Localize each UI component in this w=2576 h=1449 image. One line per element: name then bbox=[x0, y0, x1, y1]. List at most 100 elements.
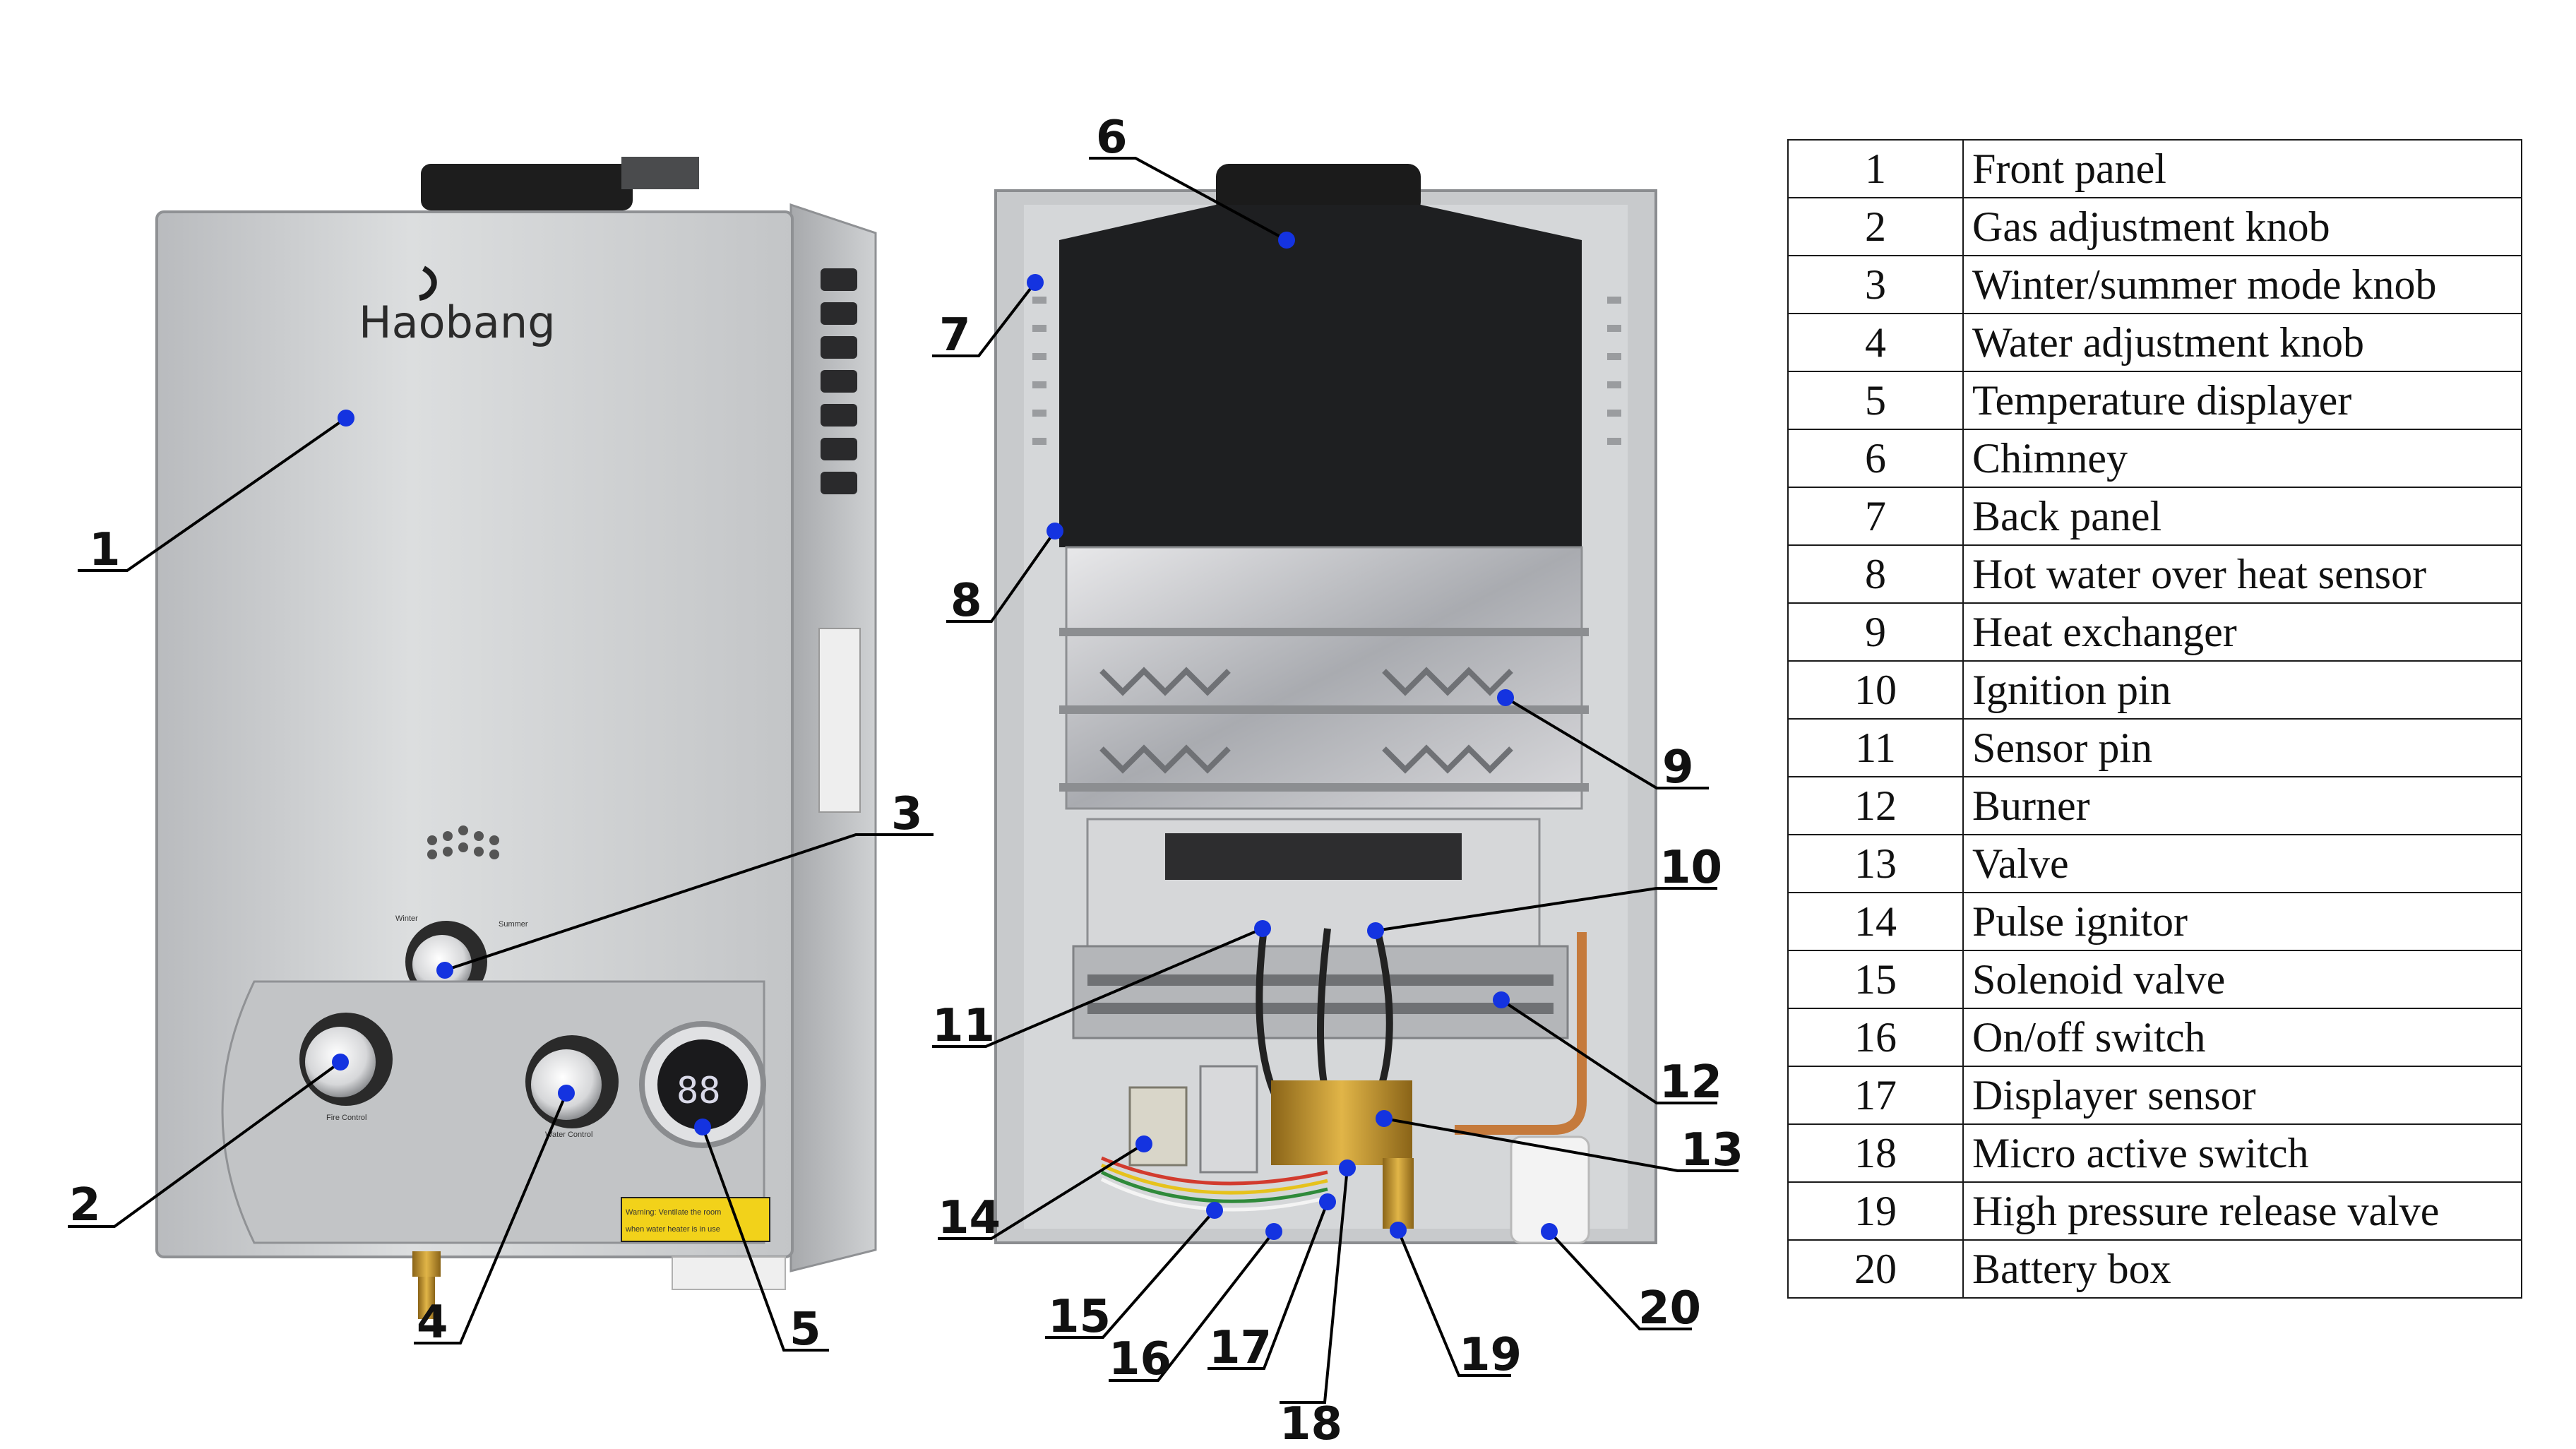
leader-4 bbox=[414, 1092, 568, 1344]
leader-6 bbox=[1089, 157, 1287, 242]
leader-13 bbox=[1383, 1117, 1739, 1172]
part-label: Water adjustment knob bbox=[1962, 313, 2522, 372]
part-number: 10 bbox=[1787, 660, 1964, 720]
callout-5: 5 bbox=[789, 1304, 821, 1356]
part-number: 4 bbox=[1787, 313, 1964, 372]
part-label: Valve bbox=[1962, 834, 2522, 893]
marker-dot-15 bbox=[1206, 1202, 1223, 1219]
part-number: 9 bbox=[1787, 602, 1964, 662]
part-label: On/off switch bbox=[1962, 1008, 2522, 1067]
exchanger-fins bbox=[1099, 667, 1513, 774]
marker-dot-16 bbox=[1265, 1223, 1282, 1240]
leader-lines bbox=[68, 157, 1739, 1404]
part-label: Chimney bbox=[1962, 429, 2522, 488]
part-number: 17 bbox=[1787, 1066, 1964, 1125]
water-control-label: Water Control bbox=[545, 1131, 592, 1139]
summer-label: Summer bbox=[499, 920, 528, 929]
part-label: Pulse ignitor bbox=[1962, 892, 2522, 951]
part-number: 16 bbox=[1787, 1008, 1964, 1067]
callout-8: 8 bbox=[950, 575, 982, 627]
marker-dot-10 bbox=[1367, 922, 1384, 939]
marker-dot-17 bbox=[1319, 1193, 1336, 1210]
side-louvers bbox=[1032, 297, 1621, 445]
callout-20: 20 bbox=[1638, 1282, 1701, 1335]
marker-dots bbox=[332, 232, 1558, 1240]
part-number: 8 bbox=[1787, 544, 1964, 604]
leader-10 bbox=[1375, 887, 1717, 932]
part-number: 20 bbox=[1787, 1239, 1964, 1299]
part-number: 1 bbox=[1787, 139, 1964, 198]
flue-hood bbox=[1059, 205, 1582, 547]
leader-11 bbox=[932, 927, 1263, 1048]
callout-2: 2 bbox=[69, 1179, 101, 1232]
front-chimney bbox=[421, 164, 633, 210]
part-label: Front panel bbox=[1962, 139, 2522, 198]
part-number: 15 bbox=[1787, 950, 1964, 1009]
exchanger-pipes bbox=[1059, 628, 1589, 792]
chamber-grille bbox=[1165, 833, 1462, 880]
callout-10: 10 bbox=[1659, 842, 1722, 894]
part-label: Hot water over heat sensor bbox=[1962, 544, 2522, 604]
marker-dot-4 bbox=[558, 1085, 575, 1102]
part-label: Battery box bbox=[1962, 1239, 2522, 1299]
callout-3: 3 bbox=[891, 788, 923, 840]
leader-16 bbox=[1109, 1230, 1275, 1382]
marker-dot-6 bbox=[1278, 232, 1295, 249]
brand-logo: Haobang bbox=[359, 297, 556, 348]
part-number: 19 bbox=[1787, 1181, 1964, 1241]
part-number: 2 bbox=[1787, 197, 1964, 256]
part-label: Gas adjustment knob bbox=[1962, 197, 2522, 256]
front-bottom-box bbox=[672, 1256, 786, 1290]
marker-dot-14 bbox=[1135, 1135, 1152, 1152]
part-number: 12 bbox=[1787, 776, 1964, 835]
part-label: Temperature displayer bbox=[1962, 371, 2522, 430]
marker-dot-20 bbox=[1541, 1223, 1558, 1240]
release-valve bbox=[1383, 1158, 1414, 1229]
leader-18 bbox=[1280, 1167, 1349, 1404]
leader-17 bbox=[1208, 1201, 1329, 1370]
part-label: Heat exchanger bbox=[1962, 602, 2522, 662]
marker-dot-1 bbox=[338, 410, 354, 427]
marker-dot-13 bbox=[1376, 1110, 1393, 1127]
marker-dot-7 bbox=[1027, 274, 1044, 291]
warning-line-2: when water heater is in use bbox=[625, 1225, 720, 1234]
callout-17: 17 bbox=[1209, 1322, 1272, 1374]
part-label: Burner bbox=[1962, 776, 2522, 835]
leader-8 bbox=[946, 530, 1056, 623]
callout-4: 4 bbox=[417, 1296, 448, 1349]
part-number: 6 bbox=[1787, 429, 1964, 488]
callout-7: 7 bbox=[939, 309, 971, 362]
part-number: 18 bbox=[1787, 1123, 1964, 1183]
callout-15: 15 bbox=[1048, 1291, 1111, 1343]
temperature-display-digits: 88 bbox=[676, 1070, 721, 1112]
part-number: 11 bbox=[1787, 718, 1964, 777]
callout-16: 16 bbox=[1109, 1333, 1171, 1385]
copper-pipe bbox=[1455, 932, 1587, 1135]
part-label: Sensor pin bbox=[1962, 718, 2522, 777]
marker-dot-5 bbox=[694, 1119, 711, 1135]
part-label: Micro active switch bbox=[1962, 1123, 2522, 1183]
front-unit: Haobang Winter Summer Fire Control Water… bbox=[155, 157, 877, 1319]
callout-numbers: 1 2 3 4 5 6 7 8 9 10 11 12 13 14 15 16 1… bbox=[69, 112, 1743, 1449]
leader-20 bbox=[1548, 1230, 1692, 1330]
marker-dot-18 bbox=[1339, 1159, 1356, 1176]
part-number: 7 bbox=[1787, 487, 1964, 546]
leader-3 bbox=[444, 833, 934, 972]
callout-11: 11 bbox=[932, 1000, 995, 1052]
marker-dot-2 bbox=[332, 1054, 349, 1071]
leader-1 bbox=[78, 417, 347, 572]
